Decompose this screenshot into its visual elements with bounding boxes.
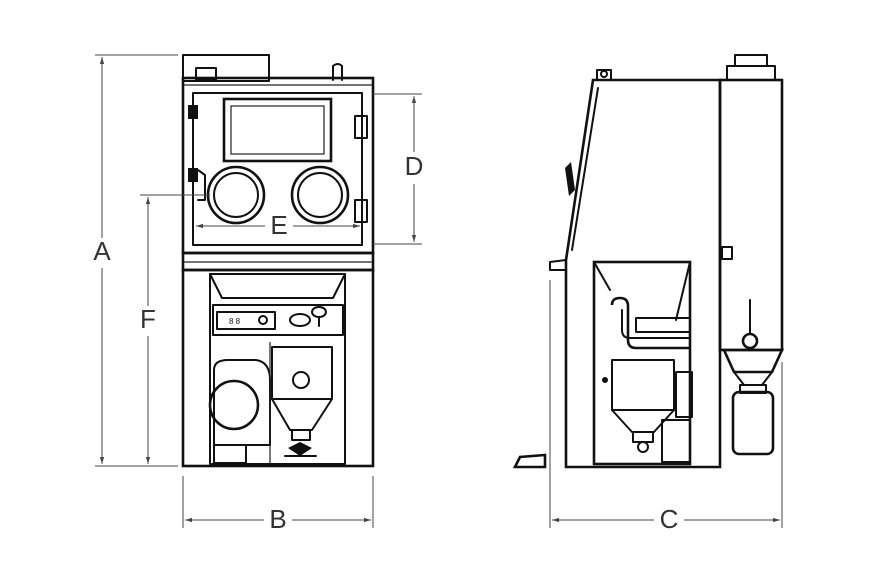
side-dust-bottle — [731, 390, 775, 456]
front-motor-base — [213, 444, 247, 464]
front-hopper-funnel — [209, 273, 346, 299]
front-viewing-window-glass — [230, 105, 325, 155]
side-foot-pedal — [512, 453, 547, 469]
side-collector-clamp — [741, 332, 759, 350]
side-dust-bottle-neck — [739, 384, 767, 394]
left-glove-port-inner — [213, 172, 259, 218]
right-latch-upper — [354, 115, 368, 139]
side-hose-coupler — [635, 317, 691, 333]
front-stand-opening — [209, 273, 346, 465]
side-separator-body — [611, 359, 675, 411]
side-door-edge — [571, 87, 599, 251]
front-top-box — [182, 54, 270, 82]
front-separator-cone — [271, 398, 333, 431]
side-collector-cap — [726, 65, 776, 81]
side-motor-block — [675, 371, 693, 418]
right-glove-port-inner — [297, 172, 343, 218]
dimension-f: F — [140, 194, 210, 464]
dim-f-label: F — [140, 304, 156, 334]
side-collector-cap-top — [734, 54, 768, 67]
dim-d-label: D — [405, 151, 424, 181]
dim-a-label: A — [93, 236, 111, 266]
front-motor-housing — [213, 359, 271, 446]
front-separator-valve — [288, 442, 312, 456]
side-door-handle — [565, 162, 575, 196]
side-hose — [610, 296, 690, 350]
left-hinge-upper — [188, 105, 198, 119]
side-hose-inner — [621, 309, 691, 339]
panel-gauge — [289, 313, 311, 327]
panel-markings: 8 8 — [229, 317, 241, 326]
right-glove-port — [290, 165, 350, 225]
side-valve-knob — [602, 377, 608, 383]
panel-knob — [258, 315, 268, 325]
panel-regulator — [311, 306, 327, 318]
side-collector-tab — [721, 246, 733, 260]
dim-b-label: B — [269, 504, 286, 534]
left-glove-port — [206, 165, 266, 225]
side-cabinet-body — [564, 78, 722, 469]
side-collector-funnel — [721, 348, 785, 374]
front-motor-wheel — [208, 379, 260, 431]
front-separator-body — [271, 346, 333, 400]
dimension-d: D — [373, 93, 424, 245]
dimension-e: E — [196, 210, 360, 240]
front-top-latch — [195, 67, 217, 81]
front-separator-outlet — [291, 429, 311, 441]
dimension-a: A — [93, 54, 178, 467]
side-view — [512, 54, 785, 469]
front-control-panel — [212, 304, 344, 336]
side-separator-outlet — [632, 431, 654, 443]
dim-e-label: E — [270, 210, 287, 240]
left-hinge-bracket — [197, 169, 206, 201]
front-viewing-window — [222, 97, 333, 163]
left-hinge-lower — [188, 168, 198, 182]
front-top-handle — [332, 63, 343, 81]
side-collector-neck — [733, 371, 773, 386]
front-stand — [181, 268, 375, 468]
dimension-b: B — [182, 476, 374, 534]
dim-c-label: C — [660, 504, 679, 534]
front-view: 8 8 — [181, 54, 375, 468]
front-separator-port — [292, 371, 310, 389]
front-control-display — [216, 311, 276, 330]
side-motor-base — [661, 419, 691, 463]
side-hopper-funnel — [593, 261, 691, 321]
dimension-c: C — [549, 280, 783, 534]
side-top-knob — [600, 70, 608, 78]
side-stand-opening — [592, 260, 692, 466]
right-latch-lower — [354, 199, 368, 223]
side-separator-valve — [637, 441, 649, 453]
side-lower-lip — [549, 259, 567, 271]
